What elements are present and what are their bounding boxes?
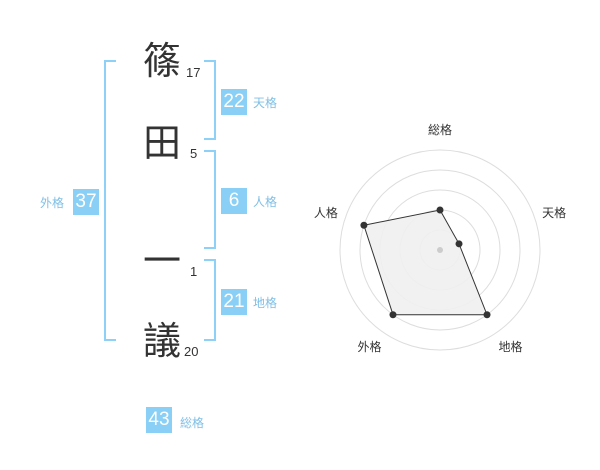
radar-ring-5 xyxy=(339,149,541,351)
soukaku-label: 総格 xyxy=(180,416,205,430)
gaikaku-bracket xyxy=(104,60,116,341)
radar-ring-4 xyxy=(359,169,521,331)
radar-center-dot xyxy=(437,247,443,253)
stroke-count-2: 5 xyxy=(190,146,198,161)
soukaku-badge: 43 xyxy=(146,407,172,433)
name-char-2: 田 xyxy=(142,121,181,165)
gaikaku-badge: 37 xyxy=(73,189,99,215)
chikaku-label: 地格 xyxy=(253,296,278,310)
stroke-count-3: 1 xyxy=(190,264,198,279)
name-char-1: 篠 xyxy=(142,39,181,83)
stroke-count-1: 17 xyxy=(186,65,201,80)
radar-point-1 xyxy=(436,206,444,214)
name-char-4: 議 xyxy=(142,319,181,363)
tenkaku-label: 天格 xyxy=(253,96,278,110)
jinkaku-label: 人格 xyxy=(253,195,278,209)
radar-point-5 xyxy=(360,221,368,229)
jinkaku-bracket xyxy=(204,150,216,249)
gaikaku-label: 外格 xyxy=(40,196,65,210)
jinkaku-badge: 6 xyxy=(221,188,247,214)
name-char-3: 一 xyxy=(142,239,181,283)
tenkaku-badge: 22 xyxy=(221,89,247,115)
radar-axis-label-4: 外格 xyxy=(357,339,381,354)
radar-axis-label-3: 地格 xyxy=(498,339,522,354)
radar-polygon xyxy=(363,209,488,316)
radar-point-4 xyxy=(389,311,397,319)
tenkaku-bracket xyxy=(204,60,216,140)
chikaku-bracket xyxy=(204,259,216,341)
radar-axis-label-2: 天格 xyxy=(542,205,566,220)
radar-point-2 xyxy=(455,240,463,248)
radar-point-3 xyxy=(483,311,491,319)
stroke-count-4: 20 xyxy=(184,344,199,359)
radar-axis-label-1: 総格 xyxy=(428,122,452,137)
chikaku-badge: 21 xyxy=(221,289,247,315)
radar-axis-label-5: 人格 xyxy=(314,205,338,220)
